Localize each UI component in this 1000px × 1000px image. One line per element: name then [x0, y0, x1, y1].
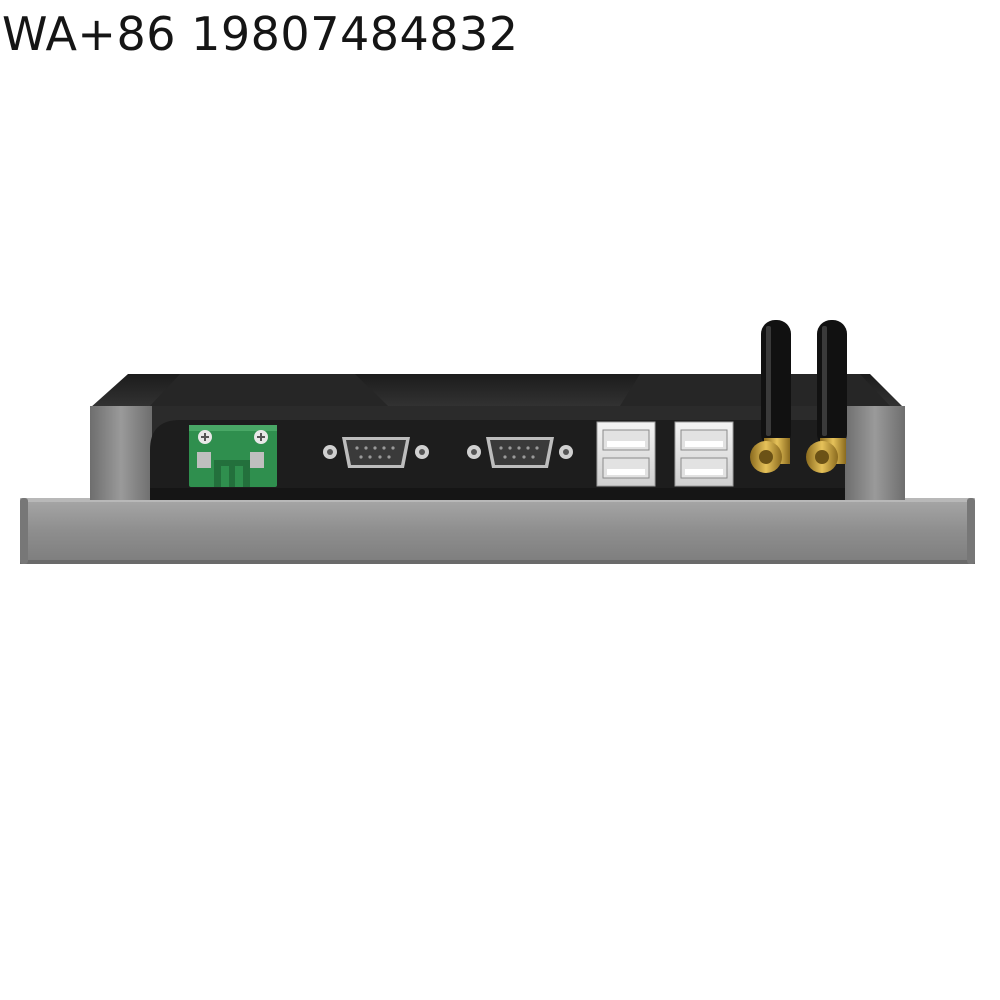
antenna-left: [750, 320, 791, 473]
front-bezel: [20, 498, 975, 564]
usb-ports-right: [674, 421, 734, 487]
usb-ports-left: [596, 421, 656, 487]
serial-port-2: [467, 437, 573, 468]
power-terminal: [189, 425, 277, 487]
antenna-right: [806, 320, 847, 473]
serial-port-1: [323, 437, 429, 468]
contact-text: WA+86 19807484832: [2, 7, 519, 61]
